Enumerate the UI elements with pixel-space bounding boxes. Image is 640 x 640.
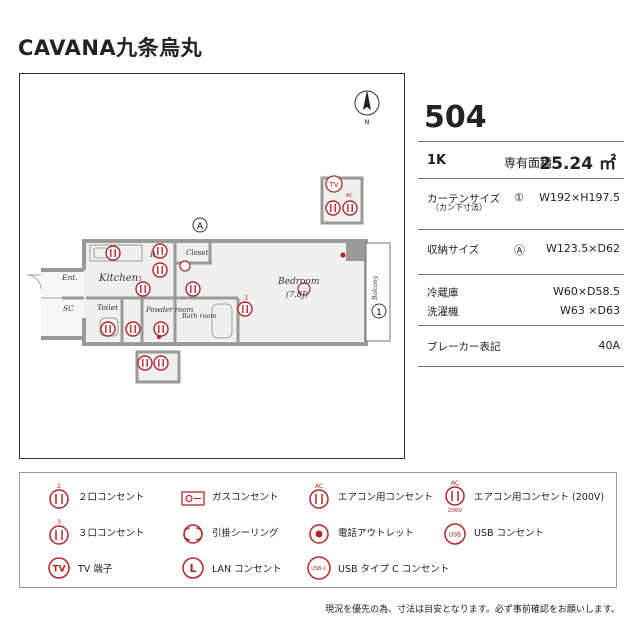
curtain-marker-ref: ① bbox=[514, 191, 524, 204]
curtain-label: カーテンサイズ bbox=[427, 193, 501, 205]
lan-outlet-icon: L bbox=[182, 557, 204, 579]
room-label-kitchen: Kitchen bbox=[98, 273, 138, 284]
svg-text:AC: AC bbox=[315, 483, 323, 490]
ceiling-hook-icon bbox=[183, 524, 203, 544]
room-label-closet: Closet bbox=[186, 249, 209, 257]
svg-text:200V: 200V bbox=[448, 508, 462, 514]
area-value: 25.24 ㎡ bbox=[539, 154, 616, 174]
layout-type: 1K bbox=[427, 153, 447, 168]
room-label-bath: Bath room bbox=[181, 312, 217, 320]
washer-value: W63 ×D63 bbox=[559, 304, 620, 317]
legend-item-outlet-2: 2 ２口コンセント bbox=[46, 481, 145, 511]
curtain-marker: 1 bbox=[371, 303, 387, 319]
outlet-count-3-bedroom: 3 bbox=[244, 295, 248, 302]
area-label: 専有面積 bbox=[504, 156, 553, 170]
washer-label: 洗濯機 bbox=[427, 306, 459, 318]
room-label-toilet: Toilet bbox=[97, 303, 119, 312]
fridge-value: W60×D58.5 bbox=[552, 285, 620, 298]
svg-text:3: 3 bbox=[57, 519, 61, 526]
legend: 2 ２口コンセント ガスコンセント AC エアコン用コンセント AC 200V … bbox=[19, 472, 617, 588]
floor-plan: 3 3 TV AC Ent. SC Kitchen R Closet Toile… bbox=[26, 90, 391, 384]
footnote: 現況を優先の為、寸法は目安となります。必ず事前確認をお願いします。 bbox=[325, 605, 620, 615]
room-size-bedroom: (7.8J) bbox=[286, 290, 308, 299]
storage-label: 収納サイズ bbox=[427, 244, 480, 256]
svg-text:A: A bbox=[197, 222, 204, 232]
legend-item-ac-200v: AC 200V エアコン用コンセント (200V) bbox=[442, 480, 604, 514]
room-label-powder: Powder room bbox=[145, 306, 194, 314]
unit-info-panel: 504 1K 専有面積 25.24 ㎡ カーテンサイズ （カン下寸法） ① W1… bbox=[418, 100, 624, 367]
room-label-balcony: Balcony bbox=[372, 275, 379, 301]
outlet-count-3: 3 bbox=[138, 276, 142, 283]
room-label-bedroom: Bedroom bbox=[277, 277, 319, 287]
compass-icon: N bbox=[354, 90, 380, 126]
legend-item-ac: AC エアコン用コンセント bbox=[306, 481, 433, 511]
svg-text:USB-C: USB-C bbox=[311, 566, 327, 572]
storage-value: W123.5×D62 bbox=[545, 242, 620, 255]
gas-outlet-icon bbox=[181, 491, 205, 506]
room-label-r: R bbox=[149, 251, 156, 259]
usb-outlet-icon: USB bbox=[444, 523, 466, 545]
svg-text:1: 1 bbox=[376, 308, 382, 318]
svg-text:USB: USB bbox=[449, 532, 461, 539]
curtain-value: W192×H197.5 bbox=[539, 191, 620, 204]
ac-outlet-icon: AC bbox=[309, 483, 329, 509]
storage-marker: A bbox=[192, 217, 208, 233]
tv-terminal-icon: TV bbox=[325, 175, 343, 193]
legend-item-ceiling: 引掛シーリング bbox=[180, 517, 279, 547]
type-area-row: 1K 専有面積 25.24 ㎡ bbox=[418, 141, 624, 178]
legend-item-gas: ガスコンセント bbox=[180, 481, 279, 511]
svg-text:L: L bbox=[189, 562, 196, 575]
room-label-ent: Ent. bbox=[61, 273, 78, 282]
curtain-sub-label: （カン下寸法） bbox=[431, 203, 487, 212]
curtain-row: カーテンサイズ （カン下寸法） ① W192×H197.5 bbox=[418, 178, 624, 229]
property-title: CAVANA九条烏丸 bbox=[18, 36, 203, 60]
outlet-3-icon: 3 bbox=[49, 519, 69, 545]
breaker-label: ブレーカー表記 bbox=[427, 341, 501, 353]
legend-item-usb: USB USB コンセント bbox=[442, 517, 544, 547]
legend-item-usb-c: USB-C USB タイプ C コンセント bbox=[306, 553, 449, 583]
tv-terminal-icon: TV bbox=[48, 557, 70, 579]
svg-text:TV: TV bbox=[328, 181, 338, 189]
breaker-row: ブレーカー表記 40A bbox=[418, 325, 624, 367]
legend-item-lan: L LAN コンセント bbox=[180, 553, 282, 583]
appliance-row: 冷蔵庫 W60×D58.5 洗濯機 W63 ×D63 bbox=[418, 274, 624, 325]
room-number: 504 bbox=[424, 100, 487, 135]
ac-200v-outlet-icon: AC 200V bbox=[445, 480, 465, 514]
breaker-value: 40A bbox=[598, 339, 620, 352]
storage-marker-ref: Ⓐ bbox=[514, 244, 525, 257]
floor-plan-frame bbox=[19, 73, 405, 459]
room-label-sc: SC bbox=[63, 304, 74, 313]
svg-text:N: N bbox=[365, 119, 370, 126]
legend-item-phone: 電話アウトレット bbox=[306, 517, 414, 547]
outlet-2-icon: 2 bbox=[49, 483, 69, 509]
storage-row: 収納サイズ Ⓐ W123.5×D62 bbox=[418, 229, 624, 274]
svg-text:AC: AC bbox=[451, 480, 459, 487]
legend-item-tv: TV TV 端子 bbox=[46, 553, 112, 583]
usb-c-outlet-icon: USB-C bbox=[307, 556, 331, 580]
ac-mark: AC bbox=[346, 193, 353, 199]
svg-text:2: 2 bbox=[57, 483, 61, 490]
phone-outlet-icon bbox=[309, 524, 329, 544]
fridge-label: 冷蔵庫 bbox=[427, 287, 459, 299]
svg-text:TV: TV bbox=[52, 565, 65, 575]
legend-item-outlet-3: 3 ３口コンセント bbox=[46, 517, 145, 547]
